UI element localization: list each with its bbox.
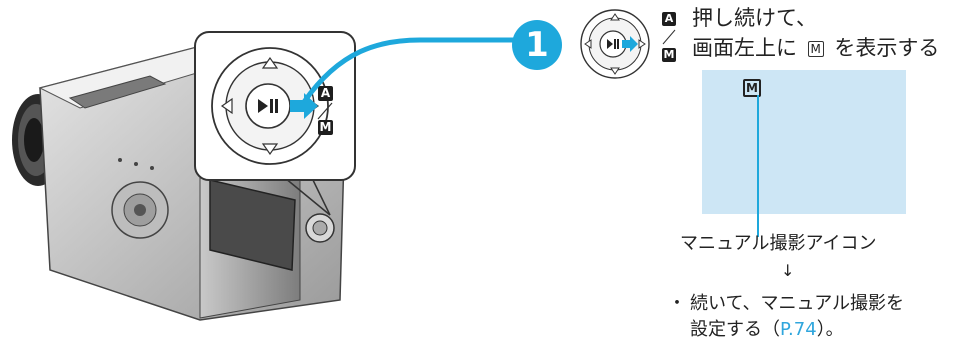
note-line-2: 設定する（P.74）。 (690, 318, 844, 342)
small-auto-badge: A (662, 12, 676, 26)
leader-line (300, 30, 540, 110)
note-line-1: 続いて、マニュアル撮影を (690, 292, 904, 316)
instruction-line-2-before: 画面左上に (692, 36, 797, 60)
note-line-2-after: ）。 (817, 319, 844, 340)
instruction-line-1: 押し続けて、 (692, 4, 817, 32)
manual-icon-caption: マニュアル撮影アイコン (680, 232, 877, 256)
instruction-line-2: 画面左上に M を表示する (692, 34, 939, 62)
instruction-line-2-after: を表示する (834, 36, 939, 60)
screen-preview (702, 70, 906, 214)
note-line-2-before: 設定する（ (690, 319, 780, 340)
inline-manual-icon: M (808, 41, 824, 57)
camera-controller-icon (306, 214, 334, 242)
small-manual-badge: M (662, 48, 676, 62)
note-bullet: ・ (668, 292, 686, 316)
page-reference-link[interactable]: P.74 (780, 319, 817, 340)
small-slash-divider (661, 29, 677, 45)
manual-mode-badge: M (318, 120, 333, 135)
step-number-badge: 1 (512, 20, 562, 70)
down-arrow: ↓ (781, 261, 794, 281)
indicator-leader-line (757, 95, 759, 237)
mode-dial-icon (112, 182, 168, 238)
small-multi-controller-icon (577, 6, 653, 82)
